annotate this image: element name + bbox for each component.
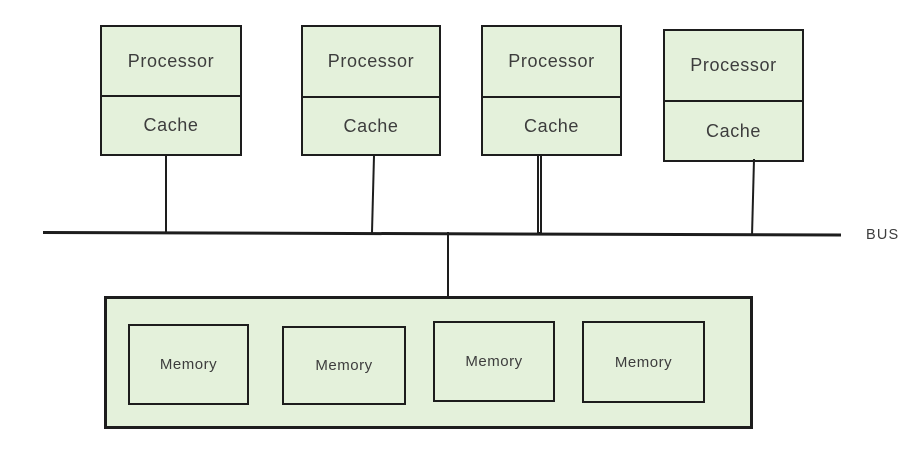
connector-p4-bus [750,158,756,237]
cache-label: Cache [705,120,762,141]
memory-box-4: Memory [582,321,705,403]
bus-label: BUS [866,227,900,243]
processor-label: Processor [690,55,777,75]
processor-label: Processor [508,51,595,71]
cache-box: Cache [102,95,240,154]
cache-label: Cache [343,115,399,136]
connector-p3-bus [537,154,542,234]
processor-unit-1: Processor Cache [100,25,242,156]
memory-box-3: Memory [433,321,555,402]
processor-box: Processor [483,27,620,96]
memory-box-2: Memory [282,326,406,405]
memory-label: Memory [315,357,373,374]
connector-p2-bus [370,153,376,235]
processor-label: Processor [327,51,415,71]
memory-box-1: Memory [128,324,249,405]
processor-label: Processor [127,50,215,71]
memory-label: Memory [465,353,523,370]
processor-unit-3: Processor Cache [481,25,622,156]
cache-box: Cache [665,100,802,160]
bus-line [42,231,841,237]
memory-label: Memory [159,356,218,373]
processor-box: Processor [303,27,439,96]
connector-p1-bus [165,154,167,233]
cache-label: Cache [523,115,580,136]
processor-box: Processor [102,27,240,95]
processor-unit-2: Processor Cache [301,25,441,156]
memory-container: Memory Memory Memory Memory [104,296,753,429]
processor-unit-4: Processor Cache [663,29,804,162]
processor-box: Processor [665,31,802,100]
cache-label: Cache [143,115,199,135]
cache-box: Cache [483,96,620,154]
cache-box: Cache [303,96,439,154]
connector-bus-memory [447,232,449,298]
memory-label: Memory [614,353,673,371]
